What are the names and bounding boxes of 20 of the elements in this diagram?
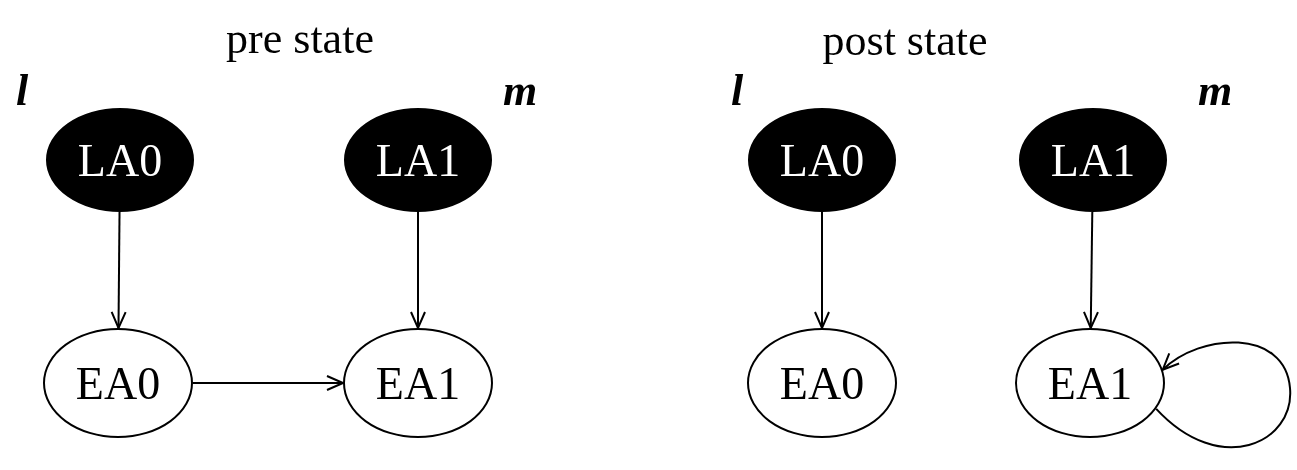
node-label: EA0 bbox=[779, 356, 865, 410]
arrow bbox=[410, 211, 426, 329]
arrow bbox=[110, 211, 127, 329]
variable-label: m bbox=[1197, 64, 1233, 116]
arrow bbox=[1082, 211, 1099, 329]
node-label: LA0 bbox=[779, 133, 865, 187]
state-title: post state bbox=[822, 14, 988, 66]
arrow bbox=[1155, 341, 1291, 449]
node-label: EA1 bbox=[1047, 356, 1133, 410]
state-title: pre state bbox=[226, 12, 374, 64]
node-label: LA1 bbox=[1050, 133, 1136, 187]
arrow bbox=[814, 211, 830, 329]
variable-label: m bbox=[502, 64, 538, 116]
node-label: EA1 bbox=[375, 356, 461, 410]
variable-label: l bbox=[730, 64, 744, 116]
arrow bbox=[192, 375, 344, 391]
variable-label: l bbox=[15, 64, 29, 116]
node-label: LA0 bbox=[77, 133, 163, 187]
node-label: EA0 bbox=[75, 356, 161, 410]
node-label: LA1 bbox=[375, 133, 461, 187]
